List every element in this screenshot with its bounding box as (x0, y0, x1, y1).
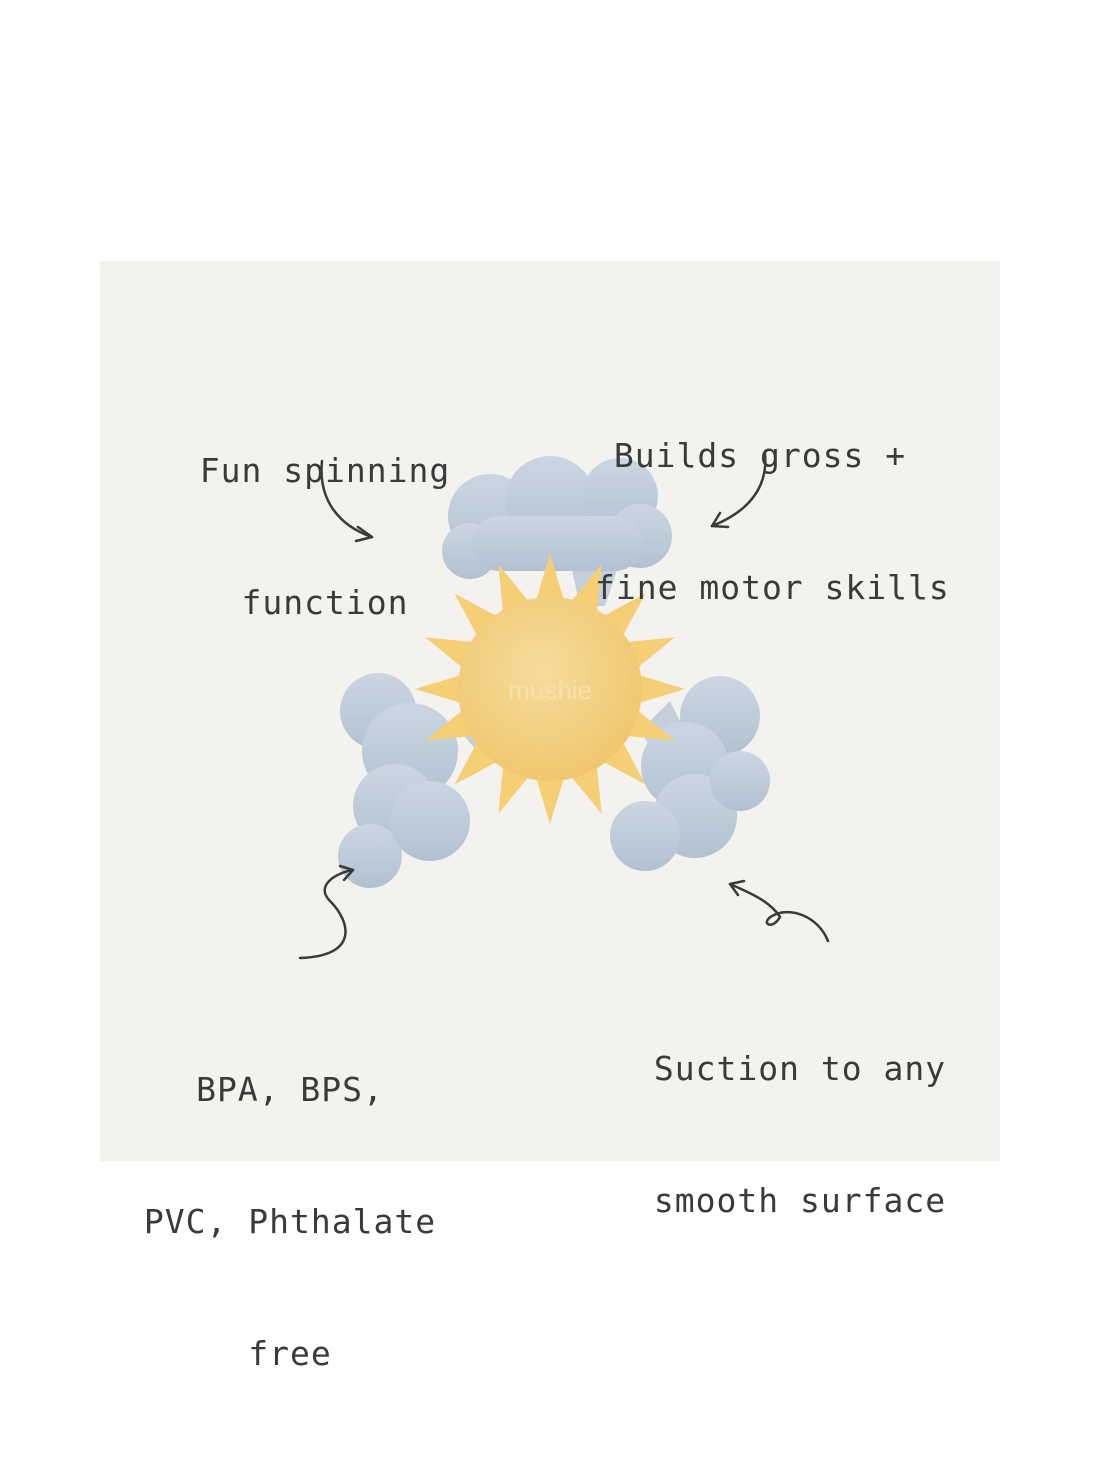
cloud-right (610, 676, 770, 871)
callout-line: free (248, 1334, 332, 1373)
arrow-bottom-left (298, 864, 355, 960)
sun-ray (535, 554, 565, 603)
callout-spinning-function: Fun spinning function (195, 361, 455, 713)
arrow-top-right (710, 452, 767, 529)
product-panel: mushie Fun spinning function (100, 261, 1000, 1373)
callout-line: BPA, BPS, (196, 1070, 384, 1109)
callout-line: PVC, Phthalate (143, 1202, 437, 1241)
cloud-top (442, 456, 672, 579)
callout-line: Suction to any (653, 1049, 947, 1088)
sun-ray (535, 775, 565, 824)
sun-ray (415, 674, 464, 704)
cloud-left (338, 673, 470, 888)
callout-line: fine motor skills (595, 568, 950, 607)
callout-material-free: BPA, BPS, PVC, Phthalate free (140, 980, 440, 1464)
callout-line: function (241, 583, 409, 622)
arrow-top-left (320, 459, 374, 543)
sun-face: mushie (458, 597, 642, 781)
callout-suction: Suction to any smooth surface (640, 959, 960, 1311)
spinner-toy-illustration: mushie (298, 452, 830, 960)
callout-line: Builds gross + (613, 436, 907, 475)
callout-motor-skills: Builds gross + fine motor skills (595, 346, 950, 698)
callout-line: smooth surface (653, 1181, 947, 1220)
arrow-bottom-right (728, 879, 830, 943)
brand-mark: mushie (508, 675, 592, 705)
callout-line: Fun spinning (199, 451, 451, 490)
sun-ray (636, 674, 685, 704)
